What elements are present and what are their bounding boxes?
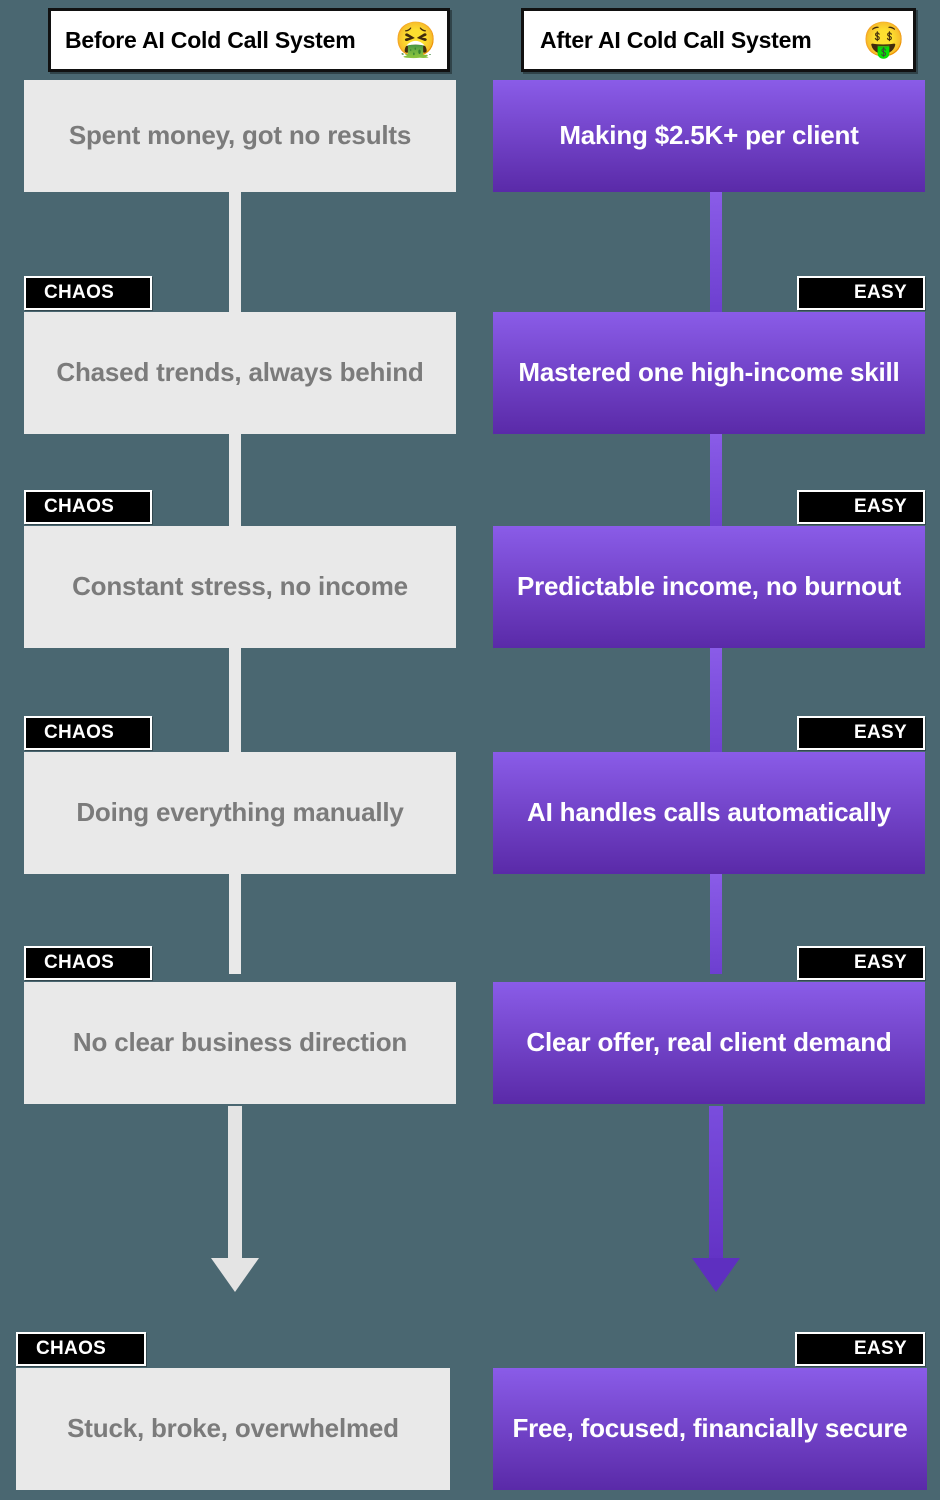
connector-after-4-5 <box>710 874 722 974</box>
before-badge-5-label: CHAOS <box>44 952 115 973</box>
after-badge-2-label: EASY <box>854 282 907 303</box>
after-badge-5-label: EASY <box>854 952 907 973</box>
after-badge-4-label: EASY <box>854 722 907 743</box>
after-outcome-node: Free, focused, financially secure <box>493 1368 927 1490</box>
before-outcome-badge: CHAOS <box>16 1332 146 1366</box>
before-node-5-label: No clear business direction <box>72 1027 408 1058</box>
before-badge-2: CHAOS <box>24 276 152 310</box>
before-node-3-label: Constant stress, no income <box>72 571 408 602</box>
before-badge-3: CHAOS <box>24 490 152 524</box>
money-mouth-face-emoji: 🤑 <box>862 21 905 59</box>
before-node-5: No clear business direction <box>24 982 456 1104</box>
after-outcome-badge-label: EASY <box>854 1338 907 1359</box>
after-outcome-badge: EASY <box>795 1332 925 1366</box>
connector-before-4-5 <box>229 874 241 974</box>
before-outcome-arrow <box>205 1106 265 1296</box>
connector-after-2-3 <box>710 434 722 534</box>
after-node-5: Clear offer, real client demand <box>493 982 925 1104</box>
before-badge-5: CHAOS <box>24 946 152 980</box>
after-node-1: Making $2.5K+ per client <box>493 80 925 192</box>
after-badge-3: EASY <box>797 490 925 524</box>
after-badge-2: EASY <box>797 276 925 310</box>
after-node-4-label: AI handles calls automatically <box>527 797 891 828</box>
face-vomiting-emoji: 🤮 <box>394 21 437 59</box>
before-node-1-label: Spent money, got no results <box>68 120 412 151</box>
before-header-title: Before AI Cold Call System <box>65 26 356 53</box>
connector-before-1-2 <box>229 192 241 312</box>
after-node-4: AI handles calls automatically <box>493 752 925 874</box>
before-node-2-label: Chased trends, always behind <box>56 357 424 388</box>
before-badge-4: CHAOS <box>24 716 152 750</box>
after-node-3-label: Predictable income, no burnout <box>516 571 902 602</box>
before-outcome-label: Stuck, broke, overwhelmed <box>67 1413 399 1444</box>
before-badge-2-label: CHAOS <box>44 282 115 303</box>
after-node-3: Predictable income, no burnout <box>493 526 925 648</box>
before-header-plaque: Before AI Cold Call System 🤮 <box>48 8 450 72</box>
before-outcome-badge-label: CHAOS <box>36 1338 107 1359</box>
after-outcome-label: Free, focused, financially secure <box>512 1413 908 1444</box>
after-badge-3-label: EASY <box>854 496 907 517</box>
after-badge-5: EASY <box>797 946 925 980</box>
after-node-5-label: Clear offer, real client demand <box>526 1027 892 1058</box>
after-node-1-label: Making $2.5K+ per client <box>559 120 859 151</box>
before-node-4: Doing everything manually <box>24 752 456 874</box>
after-header-title: After AI Cold Call System <box>540 26 812 53</box>
before-outcome-node: Stuck, broke, overwhelmed <box>16 1368 450 1490</box>
after-node-2: Mastered one high-income skill <box>493 312 925 434</box>
connector-after-1-2 <box>710 192 722 312</box>
before-node-3: Constant stress, no income <box>24 526 456 648</box>
after-node-2-label: Mastered one high-income skill <box>518 357 900 388</box>
connector-before-3-4 <box>229 648 241 760</box>
before-node-1: Spent money, got no results <box>24 80 456 192</box>
before-column: Spent money, got no results CHAOS Chased… <box>16 80 456 1490</box>
before-node-2: Chased trends, always behind <box>24 312 456 434</box>
after-outcome-arrow <box>686 1106 746 1296</box>
after-column: Making $2.5K+ per client EASY Mastered o… <box>470 0 940 1500</box>
after-badge-4: EASY <box>797 716 925 750</box>
connector-before-2-3 <box>229 434 241 534</box>
after-header-plaque: After AI Cold Call System 🤑 <box>521 8 916 72</box>
before-node-4-label: Doing everything manually <box>76 797 404 828</box>
before-badge-3-label: CHAOS <box>44 496 115 517</box>
before-badge-4-label: CHAOS <box>44 722 115 743</box>
connector-after-3-4 <box>710 648 722 760</box>
